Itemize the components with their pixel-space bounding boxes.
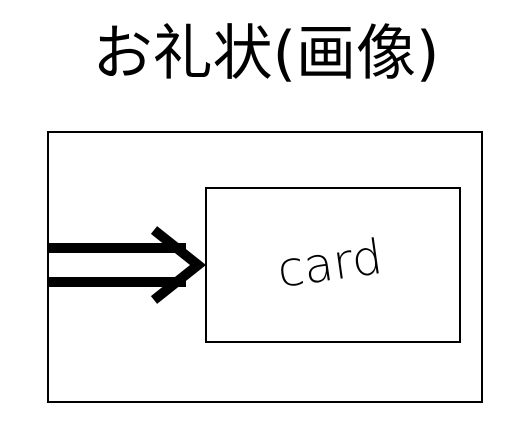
card-frame — [205, 187, 461, 343]
page-title: お礼状(画像) — [92, 19, 440, 89]
double-right-arrow-icon — [48, 226, 207, 304]
